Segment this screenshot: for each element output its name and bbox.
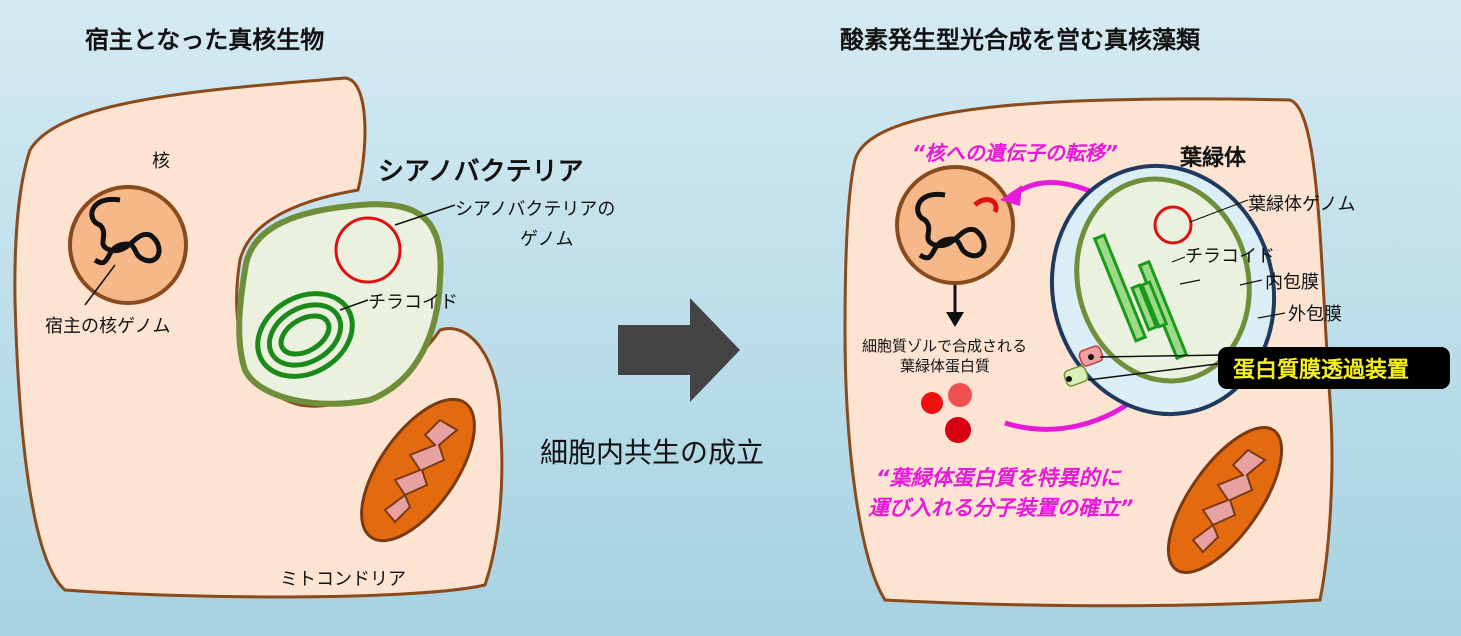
cytosol-protein-label-2: 葉緑体蛋白質 xyxy=(900,357,990,375)
nuclear-genome-dna xyxy=(915,191,987,261)
leader-line xyxy=(1257,312,1286,319)
leader-line xyxy=(394,204,456,226)
outer-membrane-label: 外包膜 xyxy=(1288,304,1342,325)
cyano-genome xyxy=(334,216,402,284)
mitochondrion-left xyxy=(360,397,476,543)
right-title: 酸素発生型光合成を営む真核藻類 xyxy=(840,26,1201,54)
arrowhead-icon xyxy=(1000,185,1022,206)
leader-line xyxy=(1171,256,1186,263)
host-genome-dna xyxy=(89,196,162,266)
nucleus-label: 核 xyxy=(152,151,170,172)
arrow-right-icon xyxy=(618,298,740,402)
translocon-outer xyxy=(1063,365,1089,387)
host-genome-label: 宿主の核ゲノム xyxy=(45,316,170,337)
machinery-label-2: 運び入れる分子装置の確立” xyxy=(868,496,1134,520)
transferred-gene xyxy=(973,197,999,213)
mitochondrion-right xyxy=(1166,426,1284,574)
gene-transfer-label: “核への遺伝子の転移” xyxy=(912,141,1118,165)
protein-dot xyxy=(948,383,972,407)
chloroplast-genome xyxy=(1153,205,1193,245)
thylakoid-label: チラコイド xyxy=(368,292,458,313)
translocon-label-box xyxy=(1218,347,1450,389)
endosymbiosis-caption: 細胞内共生の成立 xyxy=(540,436,764,469)
chloroplast-thylakoid xyxy=(1092,233,1189,361)
cyano-thylakoid xyxy=(255,291,355,379)
left-title: 宿主となった真核生物 xyxy=(85,26,324,54)
leader-line xyxy=(1179,279,1201,285)
cyanobacteria-label: シアノバクテリア xyxy=(378,157,584,187)
chloroplast-thylakoid-label: チラコイド xyxy=(1185,246,1275,267)
leader-line xyxy=(1099,354,1226,358)
protein-dot xyxy=(921,392,943,414)
leader-line xyxy=(84,264,116,306)
protein-dot xyxy=(945,417,971,443)
translocon-label: 蛋白質膜透過装置 xyxy=(1233,357,1409,383)
translocon-inner xyxy=(1078,345,1104,367)
chloroplast-inner-membrane xyxy=(1074,176,1252,384)
leader-line xyxy=(1087,362,1226,381)
cytosol-protein-label-1: 細胞質ゾルで合成される xyxy=(862,337,1027,355)
chloroplast-genome-label: 葉緑体ゲノム xyxy=(1248,194,1355,215)
leader-line xyxy=(339,299,369,311)
leader-line xyxy=(1189,199,1249,223)
algal-nucleus xyxy=(895,165,1015,285)
inner-membrane-label: 内包膜 xyxy=(1265,272,1319,293)
cyano-genome-label-1: シアノバクテリアの xyxy=(455,199,615,220)
cyano-genome-label-2: ゲノム xyxy=(520,229,573,250)
arrowhead-icon xyxy=(946,312,964,327)
leader-line xyxy=(1239,279,1263,286)
mitochondria-label: ミトコンドリア xyxy=(280,569,406,590)
machinery-label-1: “葉緑体蛋白質を特異的に xyxy=(876,466,1123,490)
chloroplast-label: 葉緑体 xyxy=(1179,145,1247,171)
